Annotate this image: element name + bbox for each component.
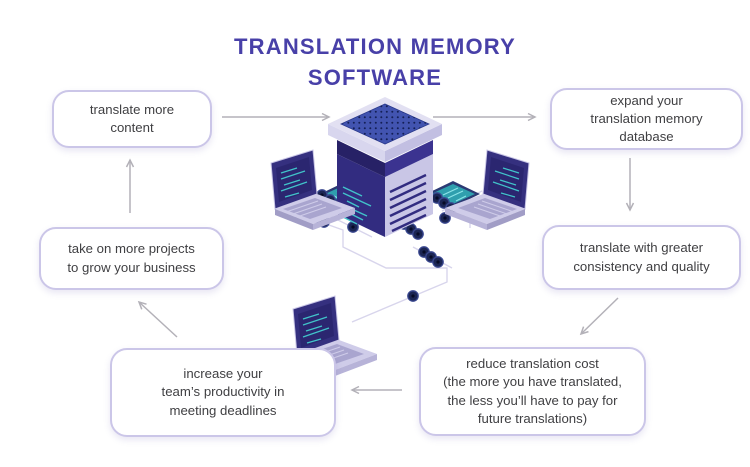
node-label: increase your team’s productivity in mee… [161,366,285,418]
network-node-dots [304,189,457,302]
laptop-icon-left [270,149,356,231]
node-label: translate with greater consistency and q… [573,240,710,274]
tablet-icon-left [319,180,375,208]
central-illustration [270,97,530,377]
node-expand-translation-memory: expand your translation memory database [550,88,743,150]
node-label: reduce translation cost (the more you ha… [443,356,622,426]
node-increase-productivity: increase your team’s productivity in mee… [110,348,336,437]
node-reduce-translation-cost: reduce translation cost (the more you ha… [419,347,646,436]
server-icon [328,97,442,237]
node-take-on-more-projects: take on more projects to grow your busin… [39,227,224,290]
arrow-productivity-to-more-projects [137,300,178,338]
node-label: expand your translation memory database [590,92,703,145]
page-title: TRANSLATION MEMORY SOFTWARE [234,34,516,91]
node-label: translate more content [89,101,175,135]
network-lines [280,190,483,323]
tablet-icon-right [425,180,481,208]
node-translate-with-consistency: translate with greater consistency and q… [542,225,741,290]
node-translate-more-content: translate more content [52,90,212,148]
node-label: take on more projects to grow your busin… [67,241,196,275]
arrow-consistency-to-reduce-cost [579,297,619,336]
laptop-icon-right [444,149,530,231]
